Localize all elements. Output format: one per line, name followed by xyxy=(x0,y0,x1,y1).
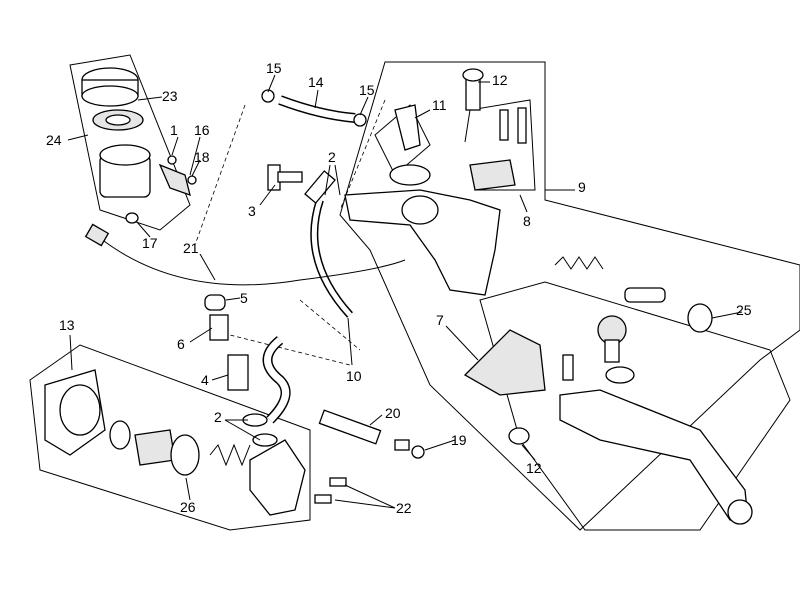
callout-6: 6 xyxy=(177,336,185,352)
callout-16: 16 xyxy=(194,122,210,138)
callout-14: 14 xyxy=(308,74,324,90)
callout-2: 2 xyxy=(328,149,336,165)
reservoir-assembly xyxy=(81,67,197,224)
callout-15: 15 xyxy=(266,60,282,76)
callout-15: 15 xyxy=(359,82,375,98)
callout-4: 4 xyxy=(201,372,209,388)
slave-cylinder xyxy=(44,369,425,516)
callout-17: 17 xyxy=(142,235,158,251)
callout-26: 26 xyxy=(180,499,196,515)
callout-19: 19 xyxy=(451,432,467,448)
callout-12: 12 xyxy=(492,72,508,88)
callout-3: 3 xyxy=(248,203,256,219)
callout-23: 23 xyxy=(162,88,178,104)
callout-10: 10 xyxy=(346,368,362,384)
callout-18: 18 xyxy=(194,149,210,165)
callout-9: 9 xyxy=(578,179,586,195)
group-frames xyxy=(29,54,800,531)
piston-and-lever xyxy=(463,256,753,525)
callout-11: 11 xyxy=(432,97,447,113)
callout-1: 1 xyxy=(170,122,178,138)
callout-22: 22 xyxy=(396,500,412,516)
hoses xyxy=(84,89,406,424)
callout-12: 12 xyxy=(526,460,542,476)
callout-7: 7 xyxy=(436,312,444,328)
callout-5: 5 xyxy=(240,290,248,306)
callout-25: 25 xyxy=(736,302,752,318)
callout-8: 8 xyxy=(523,213,531,229)
callout-20: 20 xyxy=(385,405,401,421)
callout-2: 2 xyxy=(214,409,222,425)
callout-24: 24 xyxy=(46,132,62,148)
callout-labels: 15 14 15 12 11 23 24 1 16 18 2 3 9 8 17 … xyxy=(46,60,752,516)
master-cylinder xyxy=(344,68,527,296)
callout-21: 21 xyxy=(183,240,199,256)
leader-lines xyxy=(67,74,743,509)
callout-13: 13 xyxy=(59,317,75,333)
